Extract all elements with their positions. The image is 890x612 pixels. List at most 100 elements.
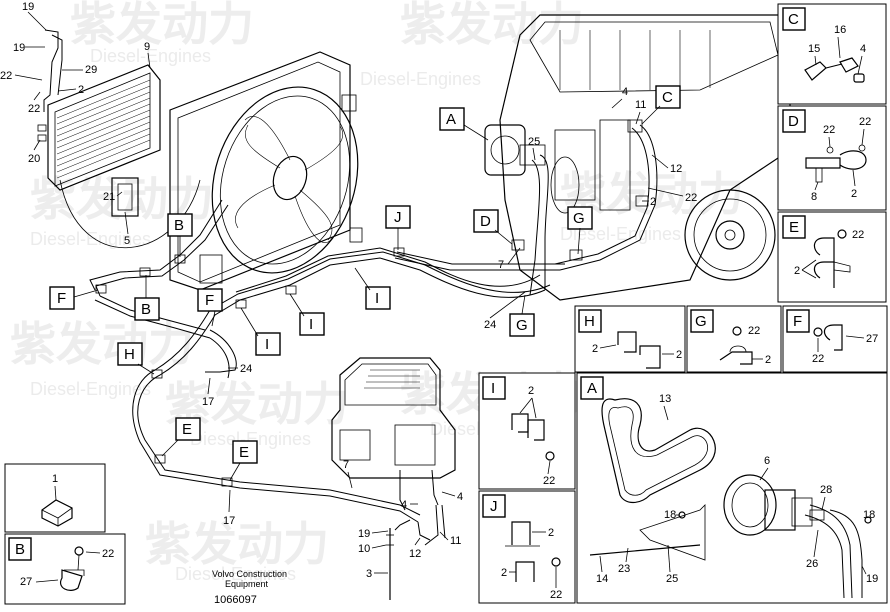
label-11: 11 bbox=[635, 99, 646, 111]
panel-C-4: 4 bbox=[860, 43, 866, 55]
panel-J-22: 22 bbox=[550, 589, 562, 601]
drawing-number: 1066097 bbox=[214, 594, 257, 606]
panel-1-label: 1 bbox=[52, 473, 58, 485]
callout-B-mid: B bbox=[141, 301, 151, 318]
label-19-b: 19 bbox=[358, 528, 370, 540]
panel-A-23: 23 bbox=[618, 563, 630, 575]
panel-C-title: C bbox=[788, 11, 799, 28]
evaporator-unit bbox=[331, 357, 456, 600]
fan-shroud bbox=[169, 51, 363, 291]
panel-D-22-b: 22 bbox=[859, 116, 871, 128]
callout-G-top: G bbox=[573, 210, 585, 227]
panel-H-2-b: 2 bbox=[676, 349, 682, 361]
panel-A-26: 26 bbox=[806, 558, 818, 570]
panel-A-25: 25 bbox=[666, 573, 678, 585]
callout-F-left: F bbox=[57, 290, 66, 307]
panel-I-2: 2 bbox=[528, 385, 534, 397]
footer-line2: Equipment bbox=[225, 579, 269, 589]
engine bbox=[484, 14, 791, 301]
panel-C-16: 16 bbox=[834, 24, 846, 36]
watermark-cn: 紫发动力 bbox=[145, 518, 329, 570]
callout-J: J bbox=[394, 209, 402, 226]
callout-D: D bbox=[480, 213, 491, 230]
part-labels: 19 19 9 29 22 2 22 20 21 5 4 11 25 12 22… bbox=[0, 1, 697, 580]
watermark-en: Diesel-Engines bbox=[360, 69, 481, 89]
drawing-footer: Volvo Construction Equipment 1066097 bbox=[212, 569, 287, 606]
watermark-en: Diesel-Engines bbox=[90, 46, 211, 66]
label-25: 25 bbox=[528, 136, 540, 148]
callout-G-bottom: G bbox=[516, 317, 528, 334]
watermark-en: Diesel-Engines bbox=[175, 564, 296, 584]
panel-F-27: 27 bbox=[866, 333, 878, 345]
label-17-a: 17 bbox=[202, 396, 214, 408]
detail-panel-D: D 22 22 8 2 bbox=[777, 105, 887, 211]
panel-A-19: 19 bbox=[866, 573, 878, 585]
detail-panel-C: C 16 15 4 bbox=[777, 3, 887, 105]
label-19: 19 bbox=[13, 42, 25, 54]
panel-I-title: I bbox=[491, 380, 495, 397]
panel-A-14: 14 bbox=[596, 573, 608, 585]
panel-A-28: 28 bbox=[820, 484, 832, 496]
panel-E-22: 22 bbox=[852, 229, 864, 241]
detail-panel-A: A 13 6 28 18 18 14 23 25 26 19 bbox=[576, 372, 888, 604]
label-29: 29 bbox=[85, 64, 97, 76]
callout-boxes: A C D G J B F B F I I I bbox=[49, 85, 681, 481]
detail-panel-J: J 2 2 22 bbox=[478, 490, 576, 604]
label-4-b: 4 bbox=[401, 499, 407, 511]
label-2-a: 2 bbox=[78, 84, 84, 96]
panel-D-22-a: 22 bbox=[823, 124, 835, 136]
panel-J-2-a: 2 bbox=[548, 527, 554, 539]
label-10: 10 bbox=[358, 543, 370, 555]
detail-panel-E: E 22 2 bbox=[777, 211, 887, 303]
panel-A-13: 13 bbox=[659, 393, 671, 405]
label-20: 20 bbox=[28, 153, 40, 165]
panel-H-2-a: 2 bbox=[592, 343, 598, 355]
callout-A: A bbox=[446, 111, 456, 128]
condenser bbox=[37, 29, 201, 249]
panel-G-22: 22 bbox=[748, 325, 760, 337]
callout-I-b: I bbox=[309, 316, 313, 333]
watermark-en: Diesel-Engines bbox=[30, 229, 151, 249]
panel-A-6: 6 bbox=[764, 455, 770, 467]
label-2-b: 2 bbox=[650, 196, 656, 208]
panel-B-title: B bbox=[15, 541, 25, 558]
detail-panel-G: G 22 2 bbox=[686, 305, 782, 373]
callout-I-a: I bbox=[375, 290, 379, 307]
callout-F-mid: F bbox=[205, 292, 214, 309]
panel-E-2: 2 bbox=[794, 265, 800, 277]
label-22-b: 22 bbox=[28, 103, 40, 115]
panel-D-2: 2 bbox=[851, 188, 857, 200]
callout-E-a: E bbox=[182, 421, 192, 438]
label-3: 3 bbox=[366, 568, 372, 580]
panel-H-title: H bbox=[584, 313, 595, 330]
panel-E-title: E bbox=[789, 219, 799, 236]
panel-J-title: J bbox=[490, 498, 498, 515]
detail-panel-B: B 22 27 bbox=[4, 533, 126, 605]
footer-line1: Volvo Construction bbox=[212, 569, 287, 579]
callout-H: H bbox=[124, 346, 135, 363]
panel-I-22: 22 bbox=[543, 475, 555, 487]
detail-panel-F: F 27 22 bbox=[782, 305, 888, 373]
panel-A-title: A bbox=[587, 380, 597, 397]
label-12: 12 bbox=[670, 163, 682, 175]
panel-B-27: 27 bbox=[20, 576, 32, 588]
label-7-a: 7 bbox=[498, 259, 504, 271]
callout-B-top: B bbox=[174, 217, 184, 234]
watermark-en: Diesel-Engines bbox=[190, 429, 311, 449]
watermark-cn: 紫发动力 bbox=[70, 0, 254, 50]
label-19-top: 19 bbox=[22, 1, 34, 13]
panel-G-2: 2 bbox=[765, 354, 771, 366]
label-7-b: 7 bbox=[343, 459, 349, 471]
panel-A-18-r: 18 bbox=[863, 509, 875, 521]
panel-A-18: 18 bbox=[664, 509, 676, 521]
label-21: 21 bbox=[103, 191, 115, 203]
watermark-cn: 紫发动力 bbox=[10, 318, 194, 370]
watermark-cn: 紫发动力 bbox=[400, 0, 584, 50]
callout-I-c: I bbox=[265, 336, 269, 353]
panel-J-2-b: 2 bbox=[501, 567, 507, 579]
callout-E-b: E bbox=[239, 444, 249, 461]
detail-panel-1: 1 bbox=[4, 463, 106, 533]
panel-C-15: 15 bbox=[808, 43, 820, 55]
